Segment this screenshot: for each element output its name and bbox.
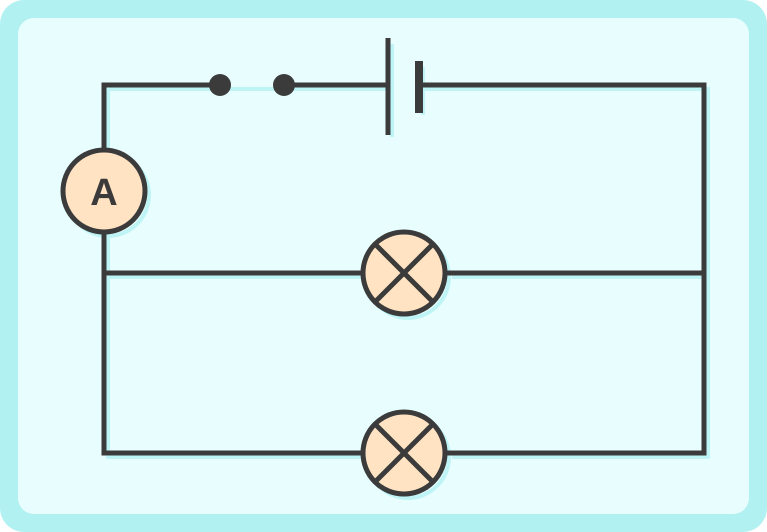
- wire-bottom-left: [101, 232, 362, 456]
- switch-symbol: [209, 74, 295, 96]
- wires: [101, 82, 707, 456]
- wire-right-loop: [419, 82, 707, 456]
- lamp-symbol-bottom: [360, 409, 448, 497]
- ammeter-circle: [60, 147, 148, 235]
- lamp-symbol-top: [360, 229, 448, 317]
- lamp-bottom-cross-b: [373, 422, 435, 484]
- ammeter-symbol: A: [60, 147, 148, 235]
- switch-contact-left: [209, 74, 231, 96]
- switch-contact-right: [273, 74, 295, 96]
- lamp-top-cross-b: [373, 242, 435, 304]
- wire-top-left: [101, 82, 220, 150]
- ammeter-label: A: [90, 172, 117, 214]
- battery-symbol: [385, 38, 423, 135]
